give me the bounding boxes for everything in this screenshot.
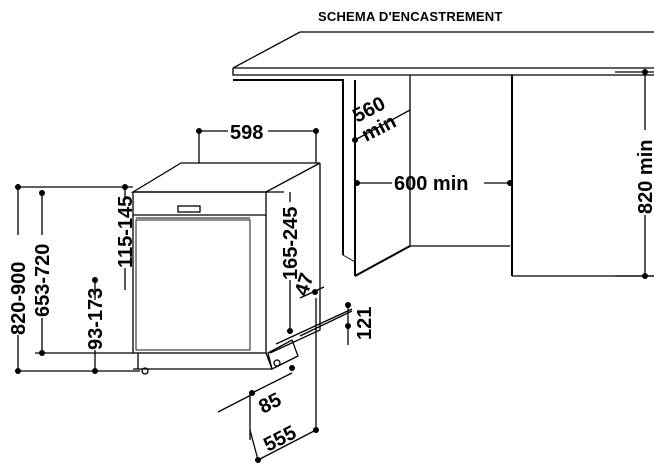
label-820-900: 820-900 [8, 262, 30, 335]
diagram-title: SCHEMA D'ENCASTREMENT [318, 9, 503, 24]
label-600-min: 600 min [394, 173, 468, 195]
label-555: 555 [260, 422, 300, 457]
dishwasher [130, 162, 321, 375]
label-653-720: 653-720 [32, 244, 54, 317]
dimension-lines [15, 69, 654, 463]
label-165-245: 165-245 [280, 207, 302, 280]
label-598: 598 [230, 122, 263, 144]
dimension-labels: 598 560 min 600 min 820 min 820-900 653-… [8, 93, 654, 457]
label-93-173: 93-173 [85, 288, 107, 350]
label-85: 85 [255, 389, 285, 419]
label-121: 121 [354, 307, 376, 340]
label-820-min: 820 min [635, 140, 654, 214]
label-115-145: 115-145 [115, 196, 137, 268]
